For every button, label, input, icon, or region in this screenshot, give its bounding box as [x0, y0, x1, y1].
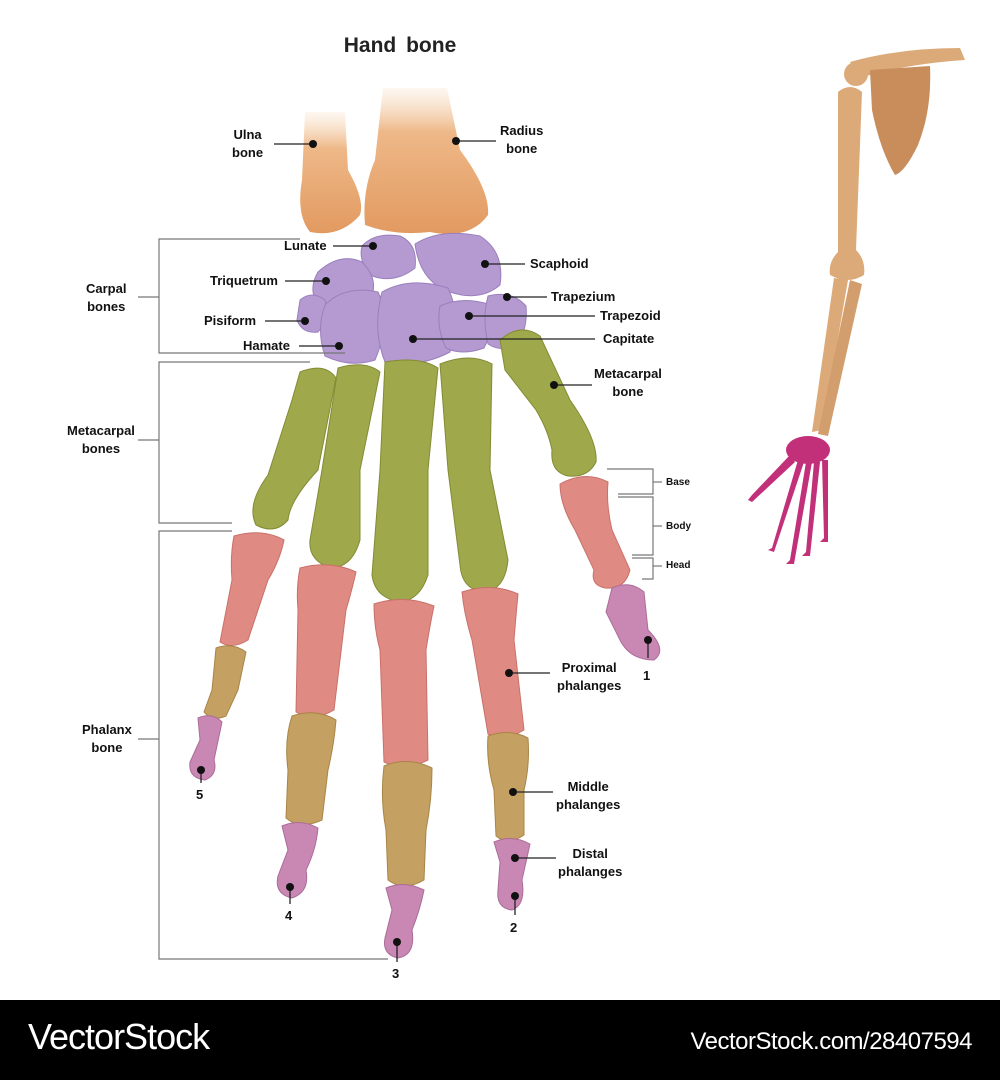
brand-logo: VectorStock: [28, 1016, 210, 1057]
bracket-lines: [138, 238, 662, 960]
part-label-head: Head: [666, 560, 691, 571]
label-trapezoid: Trapezoid: [600, 308, 661, 323]
label-scaphoid: Scaphoid: [530, 256, 589, 271]
label-hamate: Hamate: [243, 338, 290, 353]
label-capitate: Capitate: [603, 331, 655, 346]
capitate-bone: [377, 282, 457, 365]
finger-number-1: 1: [643, 668, 651, 683]
hand-skeleton-illustration: [138, 48, 965, 962]
carpal-bones: [296, 232, 527, 365]
label-lunate: Lunate: [284, 238, 327, 253]
diagram-canvas: Hand bone: [67, 34, 965, 981]
part-label-base: Base: [666, 477, 690, 488]
hamate-bone: [320, 289, 385, 364]
humerus: [829, 87, 865, 280]
proximal-phalanges: [219, 476, 631, 767]
metacarpal-bones: [252, 329, 597, 603]
trapezoid-bone: [438, 300, 491, 353]
radius-bone: [364, 88, 489, 234]
middle-phalanges: [203, 645, 529, 887]
scapula: [870, 66, 931, 175]
ulna-bone: [300, 112, 362, 234]
finger-number-3: 3: [392, 966, 400, 981]
finger-number-2: 2: [510, 920, 518, 935]
finger-number-5: 5: [196, 787, 204, 802]
watermark-footer: VectorStock VectorStock.com/28407594: [0, 1000, 1000, 1080]
diagram-title: Hand bone: [343, 34, 457, 57]
scaphoid-bone: [414, 232, 502, 297]
ulna-small: [812, 278, 848, 432]
full-arm-illustration: [748, 48, 965, 564]
label-triquetrum: Triquetrum: [210, 273, 278, 288]
label-pisiform: Pisiform: [204, 313, 257, 328]
image-reference: VectorStock.com/28407594: [690, 1028, 972, 1055]
part-label-body: Body: [666, 521, 691, 532]
radius-small: [818, 280, 862, 436]
small-hand-bones: [748, 436, 830, 564]
label-trapezium: Trapezium: [551, 289, 616, 304]
leader-lines: [200, 140, 649, 962]
finger-number-4: 4: [285, 908, 293, 923]
marker-dots: [197, 137, 652, 946]
